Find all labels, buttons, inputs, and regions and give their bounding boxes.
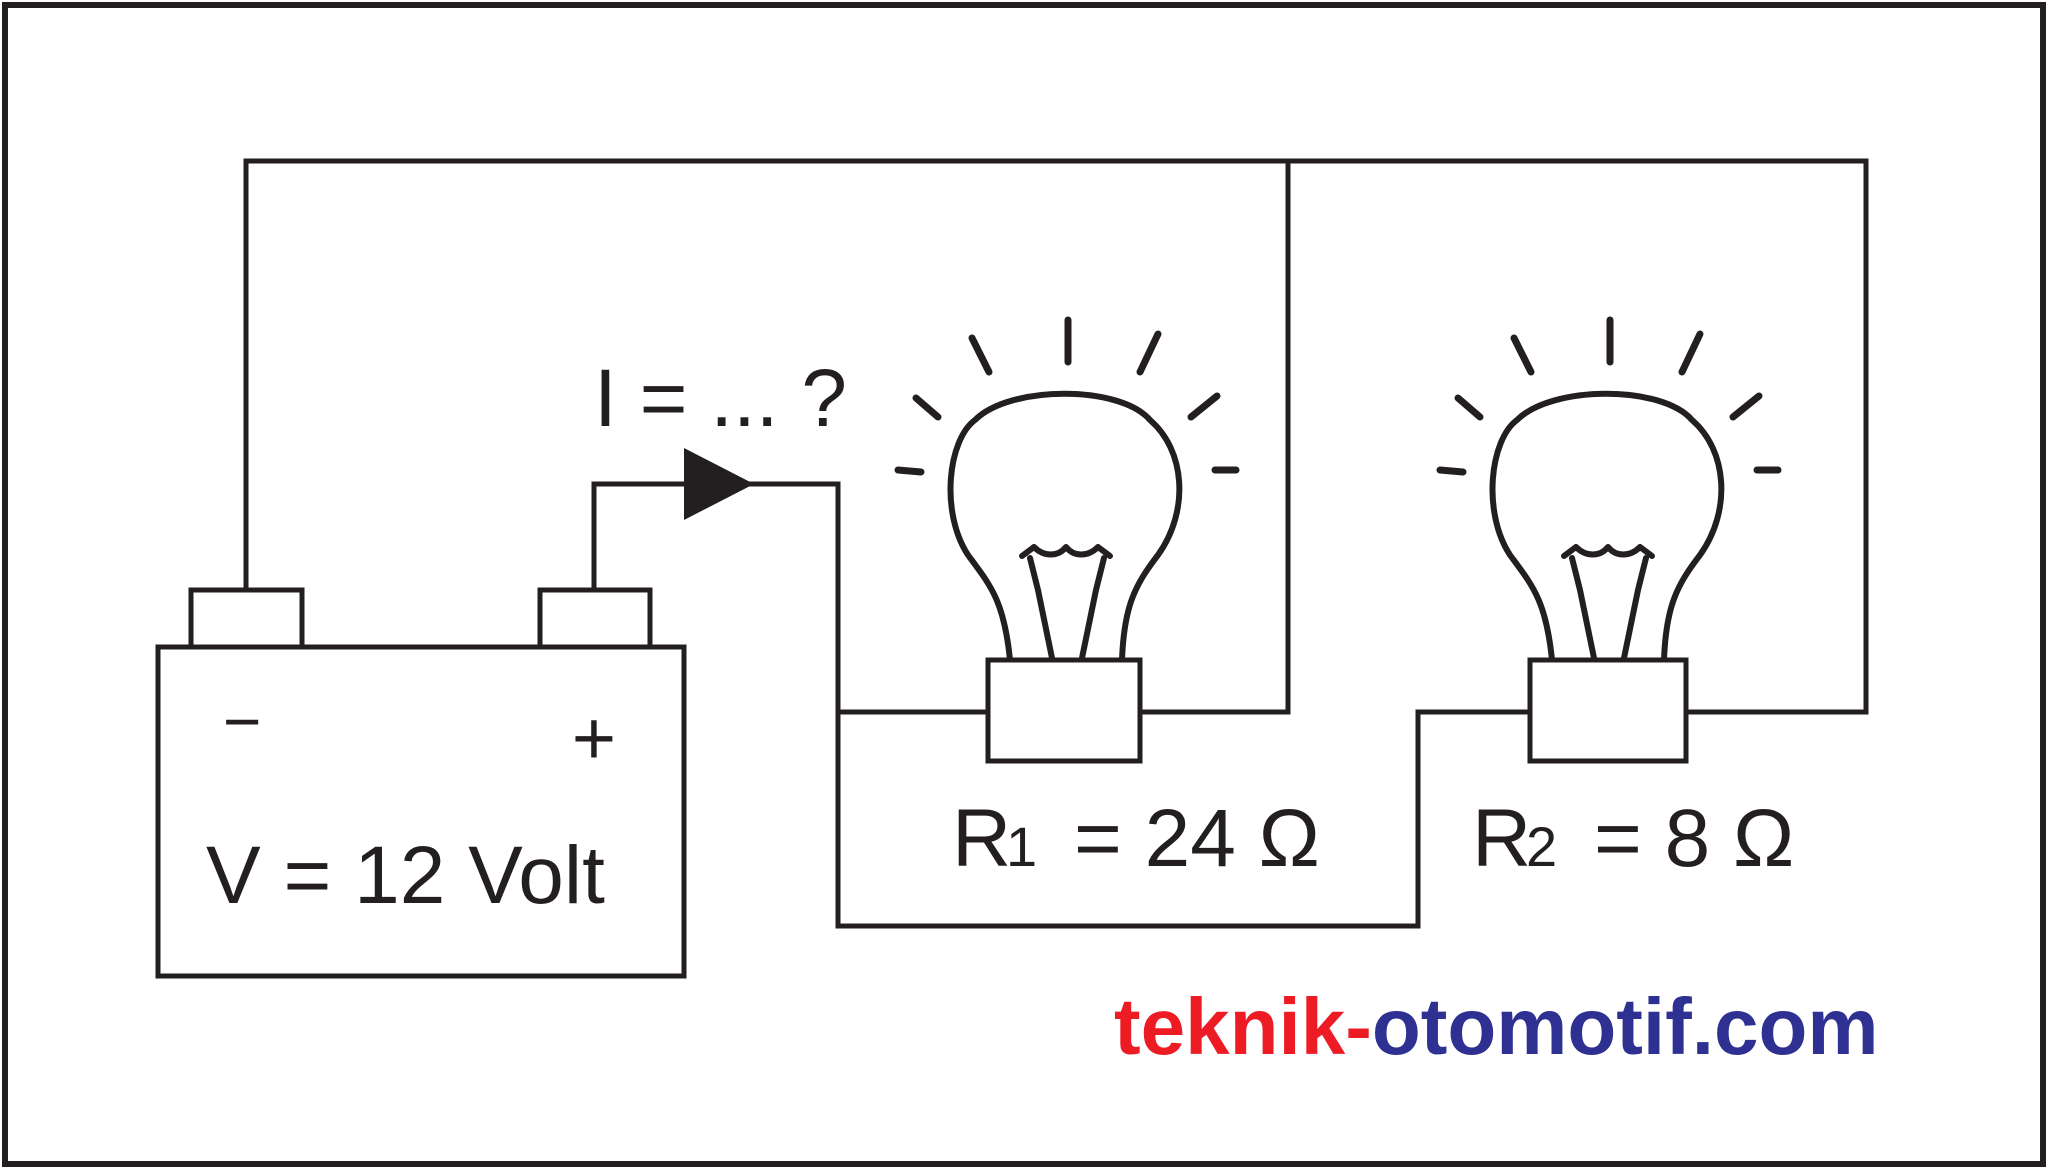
lightbulb-icon <box>947 390 1183 661</box>
lamp-r2-base <box>1527 657 1689 764</box>
watermark-part1: teknik- <box>1114 982 1372 1071</box>
filament-icon <box>1019 544 1113 661</box>
light-rays-icon <box>1436 316 1782 476</box>
battery-minus-symbol: − <box>223 684 262 758</box>
battery: − + V = 12 Volt <box>155 587 687 979</box>
resistor1-value: = 24 Ω <box>1074 793 1320 884</box>
resistor1-subscript: 1 <box>1006 815 1037 878</box>
lamp-r1-base <box>985 657 1143 764</box>
battery-positive-terminal <box>537 587 653 650</box>
wire-top-branch <box>1140 161 1291 715</box>
resistor2-value: = 8 Ω <box>1594 793 1794 884</box>
resistor2-symbol: R <box>1472 793 1531 884</box>
resistor1-symbol: R <box>952 793 1011 884</box>
battery-body <box>155 644 687 979</box>
current-arrow-icon <box>684 448 754 520</box>
battery-voltage-label: V = 12 Volt <box>206 830 605 921</box>
wire-negative-loop <box>243 158 1869 715</box>
lamp-r2: R 2 = 8 Ω <box>1436 316 1794 884</box>
current-label: I = ... ? <box>594 353 847 444</box>
lightbulb-icon <box>1489 390 1725 661</box>
light-rays-icon <box>894 316 1240 476</box>
watermark-part2: otomotif.com <box>1372 982 1879 1071</box>
battery-negative-terminal <box>188 587 305 650</box>
filament-icon <box>1561 544 1655 661</box>
resistor2-subscript: 2 <box>1526 815 1557 878</box>
battery-plus-symbol: + <box>572 696 616 781</box>
wire-positive-lead <box>591 481 1530 929</box>
watermark: teknik-otomotif.com <box>1114 982 1878 1071</box>
circuit-wires <box>243 158 1869 929</box>
lamp-r1: R 1 = 24 Ω <box>894 316 1320 884</box>
